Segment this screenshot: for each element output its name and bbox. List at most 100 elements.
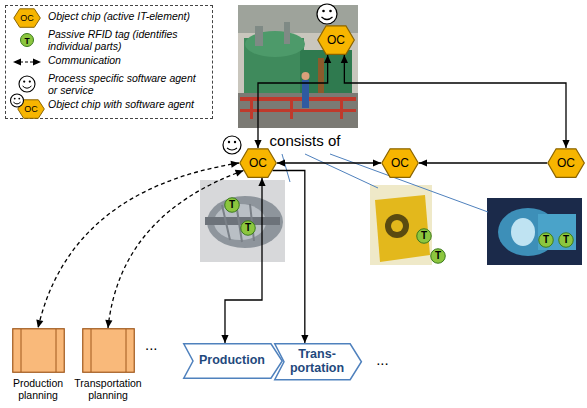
rfid-tag-symbol bbox=[21, 34, 34, 47]
node-label: OC bbox=[249, 157, 267, 169]
rfid-tag-outline bbox=[417, 229, 432, 244]
agent-smiley bbox=[18, 98, 20, 100]
arrowhead bbox=[13, 59, 21, 66]
agent-smiley bbox=[223, 136, 241, 154]
agent-smiley bbox=[234, 141, 236, 143]
arrowhead bbox=[373, 159, 381, 166]
process-step-outline bbox=[275, 344, 362, 380]
rfid-tag: T bbox=[240, 220, 256, 236]
turbine-photo bbox=[340, 97, 343, 119]
agent-smiley bbox=[322, 17, 333, 20]
node-text: OC bbox=[327, 34, 345, 46]
turbine-photo bbox=[250, 97, 253, 119]
turbine-photo bbox=[318, 58, 324, 93]
rfid-tag: T bbox=[430, 248, 446, 264]
node-label: Production planning bbox=[1, 328, 75, 401]
planning-box-icon bbox=[90, 329, 91, 372]
legend-symbol bbox=[9, 75, 45, 93]
node-text: OC bbox=[249, 157, 267, 169]
rfid-tag: T bbox=[416, 228, 432, 244]
arrowhead bbox=[301, 335, 308, 343]
connector bbox=[221, 178, 265, 343]
legend-box: Object chip (active IT-element)OCPassive… bbox=[5, 5, 213, 119]
label: consists of bbox=[270, 132, 341, 149]
agent-smiley bbox=[329, 10, 332, 13]
node-label: T bbox=[245, 223, 251, 233]
motor-photo bbox=[487, 198, 582, 265]
legend-sample: OC bbox=[9, 93, 45, 119]
object-chip-outline bbox=[548, 149, 585, 178]
agent-smiley bbox=[317, 4, 337, 24]
node-text: Production planning bbox=[1, 377, 75, 401]
arrowhead bbox=[562, 140, 569, 148]
agent-smiley bbox=[227, 148, 237, 150]
agent-smiley bbox=[317, 4, 337, 24]
connector bbox=[105, 170, 243, 328]
planning-box-icon bbox=[125, 329, 126, 372]
object-chip: OC bbox=[381, 148, 419, 178]
agent-smiley bbox=[322, 10, 325, 13]
turbine-photo bbox=[302, 80, 309, 108]
rotor-photo bbox=[200, 180, 285, 262]
object-chip: OC bbox=[239, 148, 277, 178]
planning-system: Transportation planning bbox=[68, 328, 148, 401]
arrowhead bbox=[235, 170, 244, 177]
node-label: T bbox=[421, 231, 427, 241]
label: ... bbox=[145, 336, 158, 353]
arrowhead bbox=[36, 319, 43, 328]
symbol-label: OC bbox=[24, 105, 38, 114]
connector-line bbox=[277, 162, 381, 163]
arrowhead bbox=[258, 178, 265, 186]
motor-photo bbox=[538, 214, 576, 250]
legend-sample bbox=[9, 57, 45, 67]
legend-text: Object chip with software agent bbox=[48, 98, 198, 110]
turbine-photo bbox=[238, 5, 358, 128]
node-label: OC bbox=[557, 157, 575, 169]
process-step: Trans- portation bbox=[274, 343, 362, 381]
node-text: T bbox=[229, 200, 235, 210]
node-label: T bbox=[435, 251, 441, 261]
node-text: T bbox=[543, 235, 549, 245]
object-chip-outline bbox=[382, 149, 419, 178]
casing-photo bbox=[375, 195, 430, 262]
object-chip: OC bbox=[547, 148, 585, 178]
node-label: Production bbox=[199, 354, 265, 368]
node-label: OC bbox=[327, 34, 345, 46]
agent-smiley bbox=[23, 86, 32, 88]
symbol-label: T bbox=[24, 36, 29, 45]
object-chip-outline bbox=[318, 26, 355, 55]
node-text: T bbox=[245, 223, 251, 233]
node-text: Trans- portation bbox=[290, 348, 344, 376]
node-text: T bbox=[421, 231, 427, 241]
connector-line bbox=[419, 162, 547, 163]
rfid-tag: T bbox=[538, 232, 554, 248]
turbine-photo bbox=[238, 93, 358, 128]
motor-photo bbox=[487, 198, 582, 265]
legend-symbol bbox=[9, 57, 45, 67]
connector bbox=[272, 171, 308, 344]
agent-smiley bbox=[223, 136, 241, 154]
arrowhead bbox=[105, 320, 112, 328]
node-text: OC bbox=[557, 157, 575, 169]
consists-of-leader bbox=[305, 154, 378, 188]
turbine-photo bbox=[302, 72, 310, 80]
turbine-photo bbox=[238, 5, 358, 128]
agent-smiley bbox=[11, 94, 24, 107]
legend-text: Process specific software agent or servi… bbox=[48, 72, 198, 96]
planning-system-outline bbox=[12, 328, 65, 373]
rfid-tag-outline bbox=[539, 233, 554, 248]
node-text: T bbox=[563, 235, 569, 245]
connector-line bbox=[272, 171, 304, 344]
connector bbox=[277, 159, 381, 166]
legend-row: Object chip (active IT-element)OC bbox=[6, 9, 212, 27]
consists-of-leader bbox=[282, 154, 290, 182]
legend-row: Object chip with software agentOC bbox=[6, 97, 212, 115]
agent-smiley bbox=[29, 81, 31, 83]
rfid-tag-outline bbox=[559, 233, 574, 248]
node-text: OC bbox=[391, 157, 409, 169]
process-step-outline bbox=[184, 344, 282, 379]
node-text: Transportation planning bbox=[68, 377, 148, 401]
node-text: Production bbox=[199, 354, 265, 368]
legend-text: Object chip (active IT-element) bbox=[48, 10, 198, 22]
casing-photo bbox=[385, 214, 409, 238]
